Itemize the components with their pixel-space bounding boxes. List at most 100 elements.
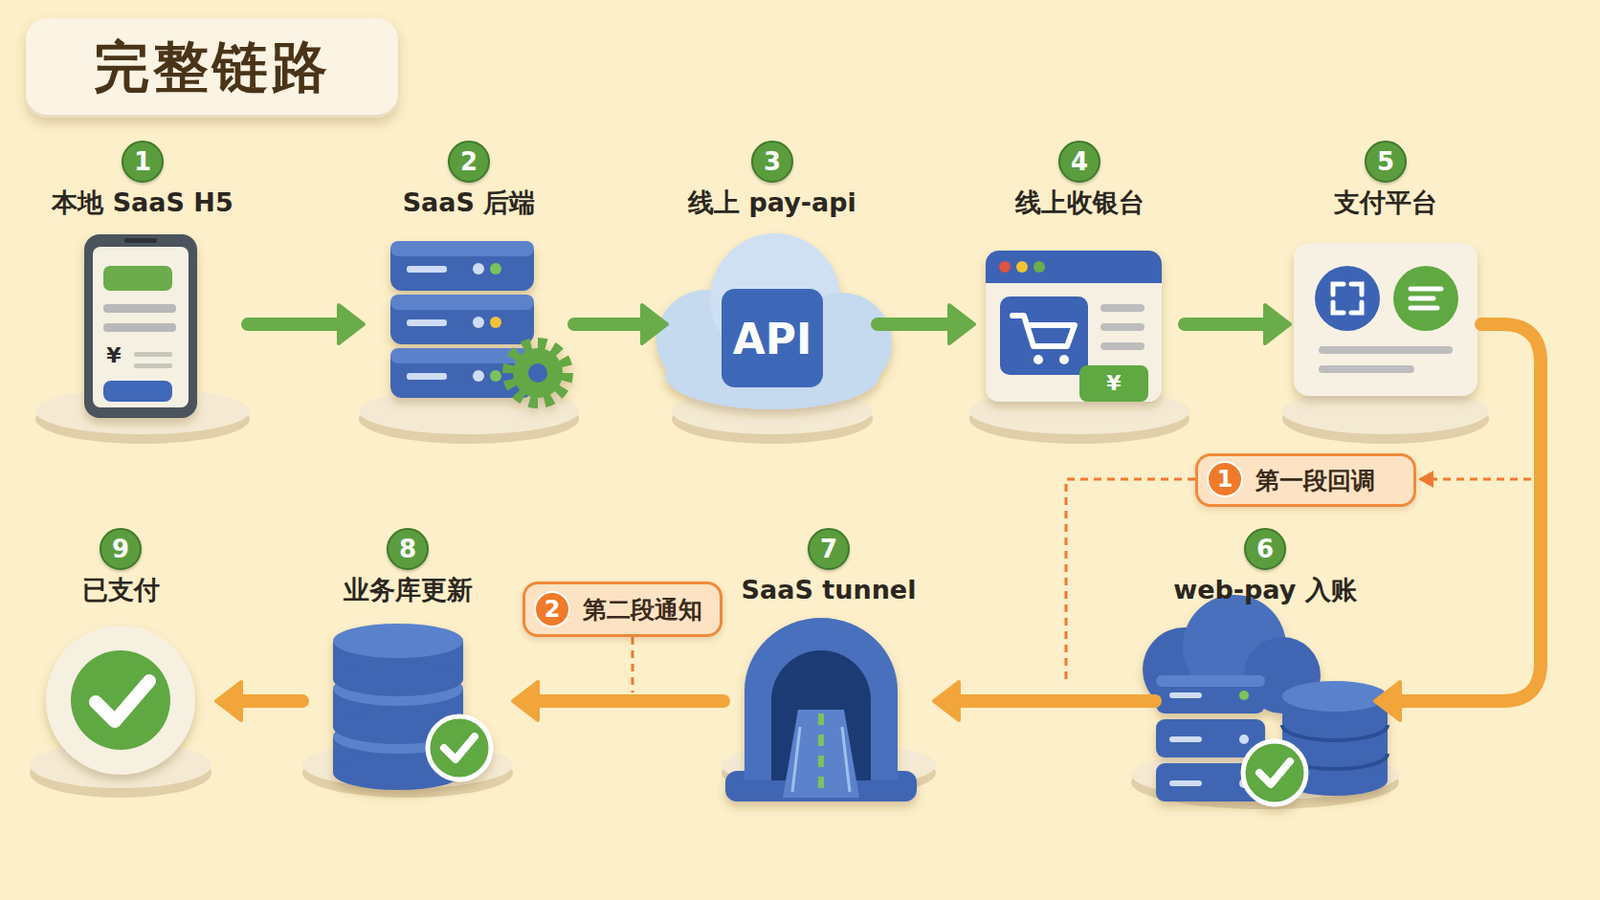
- cashier-icon-part: [1100, 342, 1145, 351]
- arrow-head: [933, 682, 959, 721]
- step-label: SaaS 后端: [363, 186, 575, 220]
- cashier-icon-part: [1016, 261, 1028, 273]
- flow-line: [1184, 317, 1266, 332]
- payment-card-icon-part: [1314, 266, 1380, 332]
- payment-card-icon-part: [1393, 266, 1459, 332]
- web-pay-icon-part: [1259, 761, 1290, 785]
- step-node: 7SaaS tunnel: [723, 526, 934, 804]
- callout-dashed-line-part: [631, 637, 635, 693]
- step-node: 8业务库更新: [302, 526, 513, 804]
- web-pay-icon-part: [1239, 690, 1249, 701]
- database-icon-part: [333, 623, 464, 659]
- cashier-icon-part: [1033, 355, 1044, 365]
- step-label: 业务库更新: [302, 574, 513, 607]
- currency-symbol: ¥: [1106, 373, 1121, 395]
- cloud-api-icon: [656, 233, 892, 410]
- phone-icon-part: [124, 238, 157, 244]
- web-pay-icon-part: [1155, 675, 1266, 688]
- flow-arrow: [933, 682, 1156, 721]
- arrow-head: [642, 305, 667, 344]
- arrow-head: [949, 305, 975, 344]
- flow-line: [877, 317, 950, 332]
- api-text: API: [733, 318, 813, 361]
- step-label: web-pay 入账: [1155, 574, 1376, 607]
- callout-arrowhead: [1418, 470, 1434, 489]
- callout-number: 5: [1364, 140, 1407, 183]
- cashier-icon: [985, 250, 1162, 402]
- step-node: 4线上收银台: [974, 138, 1185, 431]
- arrow-head: [1265, 305, 1290, 344]
- step-label: 线上收银台: [974, 186, 1185, 220]
- phone-icon-part: [103, 323, 177, 333]
- server-icon-part: [508, 343, 568, 403]
- arrow-head: [338, 305, 364, 344]
- web-pay-icon-part: [1169, 780, 1202, 787]
- server-icon-part: [472, 316, 485, 329]
- step-node: 3线上 pay-api: [666, 138, 878, 431]
- callout-number: 6: [1244, 528, 1287, 571]
- server-icon-part: [390, 241, 534, 291]
- server-icon-part: [390, 241, 534, 257]
- paid-check-icon-part: [45, 625, 196, 776]
- title-text: 完整链路: [93, 30, 332, 106]
- database-icon-part: [444, 736, 475, 760]
- tunnel-icon-part: [792, 727, 850, 793]
- cashier-icon-part: [1012, 315, 1075, 347]
- database-icon-part: [333, 662, 464, 697]
- server-icon-part: [489, 263, 502, 275]
- phone-icon-part: [103, 304, 177, 313]
- flow-arrow: [247, 305, 364, 344]
- database-icon: [333, 623, 491, 791]
- flow-line: [574, 317, 643, 332]
- cashier-icon-part: [1100, 323, 1145, 332]
- web-pay-icon-part: [1155, 675, 1266, 714]
- payment-card-icon-part: [1318, 365, 1415, 374]
- server-icon-part: [472, 370, 485, 382]
- flow-line: [241, 694, 303, 709]
- server-icon-part: [406, 373, 447, 380]
- callout-number: 2: [533, 591, 571, 628]
- callout-number: 3: [751, 140, 794, 183]
- payment-card-icon-part: [1333, 284, 1362, 313]
- step-node: 1本地 SaaS H5: [37, 138, 248, 431]
- database-icon-part: [427, 716, 491, 780]
- payment-card-icon-part: [1293, 243, 1478, 397]
- step-node: 6web-pay 入账: [1155, 526, 1376, 804]
- callout-number: 4: [1058, 140, 1101, 183]
- step-node: 5支付平台: [1289, 138, 1482, 431]
- flow-arrow: [512, 682, 724, 721]
- cashier-icon-part: [1033, 261, 1045, 273]
- payment-card-icon-part: [1410, 288, 1442, 309]
- tunnel-icon: [725, 618, 917, 802]
- payment-card-icon: [1293, 243, 1478, 397]
- phone-icon-part: [133, 352, 173, 357]
- phone-icon-part: [84, 234, 198, 419]
- tunnel-icon-part: [818, 713, 824, 795]
- step-label: 支付平台: [1289, 186, 1482, 220]
- phone-icon-part: [103, 266, 173, 291]
- server-icon-part: [489, 370, 502, 382]
- paid-check-icon-part: [70, 650, 171, 751]
- callout-number: 1: [1206, 461, 1244, 498]
- flow-arrow: [1375, 324, 1541, 721]
- cashier-icon-part: [1079, 365, 1149, 402]
- web-pay-icon: [1142, 595, 1388, 805]
- phone-icon: [84, 234, 198, 419]
- step-label: 本地 SaaS H5: [37, 186, 248, 220]
- paid-check-icon: [45, 625, 196, 776]
- callout-number: 2: [447, 140, 490, 183]
- cashier-icon-part: [1059, 355, 1069, 365]
- cashier-icon-part: [1100, 304, 1145, 312]
- web-pay-icon-part: [1282, 681, 1388, 712]
- server-icon-part: [489, 316, 502, 329]
- cashier-icon-part: [999, 261, 1011, 273]
- step-label: 已支付: [24, 574, 217, 607]
- cashier-icon-part: [985, 250, 1162, 284]
- web-pay-icon-part: [1243, 741, 1307, 805]
- phone-icon-part: [133, 363, 173, 369]
- cashier-icon-part: [1000, 296, 1089, 376]
- callout-dashed-line-part: [1430, 478, 1532, 482]
